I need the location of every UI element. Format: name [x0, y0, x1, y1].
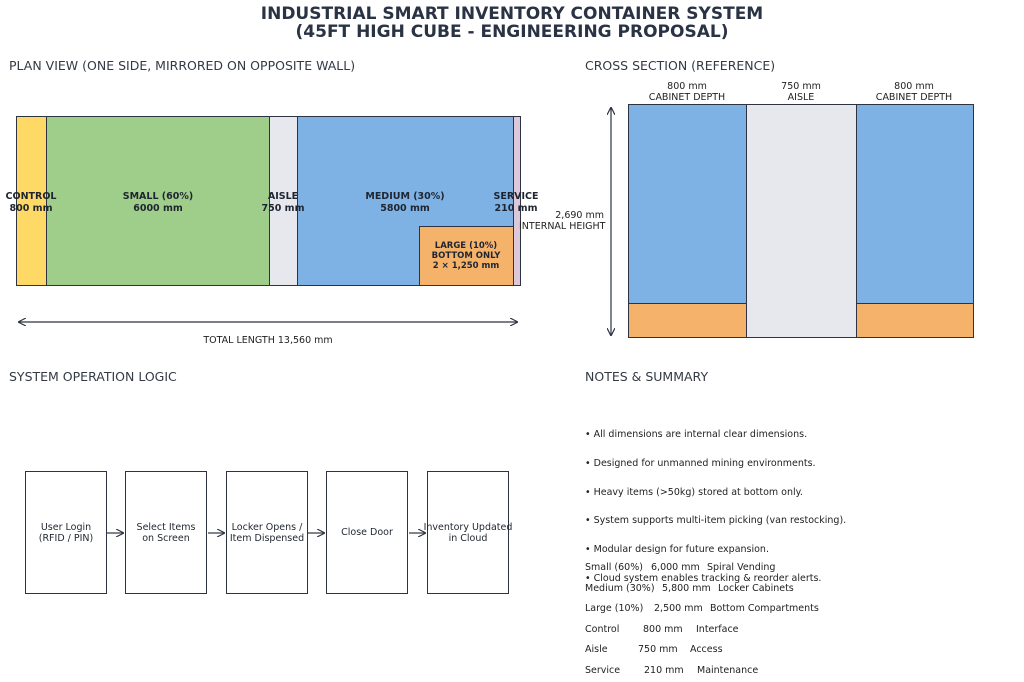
- service-name: SERVICE: [493, 191, 539, 202]
- aisle-name: AISLE: [267, 191, 299, 202]
- summary-zone: Large (10%): [585, 603, 644, 614]
- cross-right-bottom: [856, 303, 974, 338]
- summary-zone: Small (60%): [585, 562, 643, 573]
- note-2: • Designed for unmanned mining environme…: [585, 458, 816, 469]
- summary-length: 800 mm: [643, 624, 683, 635]
- cross-right-cabinet: [856, 104, 974, 304]
- zone-service: [513, 116, 521, 286]
- summary-length: 6,000 mm: [651, 562, 700, 573]
- cross-left-cabinet: [628, 104, 747, 304]
- cross-left-size: 800 mm: [667, 81, 707, 92]
- small-label: SMALL (60%) 6000 mm: [123, 191, 194, 215]
- summary-type: Spiral Vending: [707, 562, 776, 573]
- summary-type: Maintenance: [697, 665, 759, 676]
- note-3: • Heavy items (>50kg) stored at bottom o…: [585, 487, 803, 498]
- large-line-2: BOTTOM ONLY: [431, 251, 501, 261]
- step-5-line-2: in Cloud: [448, 532, 488, 544]
- cross-section-heading: CROSS SECTION (REFERENCE): [585, 58, 776, 73]
- step-user-login: User Login(RFID / PIN): [25, 471, 107, 594]
- summary-zone: Medium (30%): [585, 583, 655, 594]
- note-1: • All dimensions are internal clear dime…: [585, 429, 808, 440]
- note-4: • System supports multi-item picking (va…: [585, 515, 847, 526]
- summary-row-aisle: Aisle 750 mm Access: [585, 644, 723, 655]
- medium-name: MEDIUM (30%): [365, 191, 445, 202]
- aisle-label: AISLE 750 mm: [262, 191, 305, 215]
- cross-left-label: 800 mm CABINET DEPTH: [649, 81, 725, 103]
- height-name: INTERNAL HEIGHT: [519, 221, 606, 232]
- summary-row-medium: Medium (30%) 5,800 mm Locker Cabinets: [585, 583, 794, 594]
- note-5: • Modular design for future expansion.: [585, 544, 769, 555]
- step-1-line-1: User Login: [40, 521, 92, 533]
- summary-type: Access: [690, 644, 723, 655]
- summary-type: Locker Cabinets: [718, 583, 794, 594]
- cross-left-name: CABINET DEPTH: [648, 92, 726, 103]
- control-label: CONTROL 800 mm: [6, 191, 57, 215]
- plan-view-heading: PLAN VIEW (ONE SIDE, MIRRORED ON OPPOSIT…: [9, 58, 356, 73]
- medium-label: MEDIUM (30%) 5800 mm: [365, 191, 444, 215]
- step-3-line-2: Item Dispensed: [229, 532, 305, 544]
- summary-type: Interface: [696, 624, 739, 635]
- note-6: • Cloud system enables tracking & reorde…: [585, 573, 822, 584]
- height-value: 2,690 mm: [555, 210, 604, 221]
- notes-heading: NOTES & SUMMARY: [585, 369, 709, 384]
- cross-middle-name: AISLE: [787, 92, 815, 103]
- summary-zone: Service: [585, 665, 621, 676]
- summary-length: 2,500 mm: [654, 603, 703, 614]
- control-size: 800 mm: [9, 203, 53, 214]
- medium-size: 5800 mm: [380, 203, 430, 214]
- logic-heading: SYSTEM OPERATION LOGIC: [9, 369, 177, 384]
- cross-aisle: [746, 104, 857, 338]
- zone-large: [419, 226, 514, 286]
- cross-right-name: CABINET DEPTH: [875, 92, 953, 103]
- cross-right-label: 800 mm CABINET DEPTH: [876, 81, 952, 103]
- title-line-1: INDUSTRIAL SMART INVENTORY CONTAINER SYS…: [260, 4, 764, 24]
- total-length-label: TOTAL LENGTH 13,560 mm: [203, 335, 333, 346]
- summary-type: Bottom Compartments: [710, 603, 819, 614]
- large-label: LARGE (10%) BOTTOM ONLY 2 × 1,250 mm: [432, 241, 501, 271]
- title-line-2: (45FT HIGH CUBE - ENGINEERING PROPOSAL): [295, 22, 729, 42]
- zone-small: [46, 116, 270, 286]
- summary-row-service: Service 210 mm Maintenance: [585, 665, 758, 676]
- step-5-line-1: Inventory Updated: [423, 521, 513, 533]
- summary-length: 5,800 mm: [662, 583, 711, 594]
- small-size: 6000 mm: [133, 203, 183, 214]
- step-4-line-1: Close Door: [341, 527, 393, 538]
- step-close-door: Close Door: [326, 471, 408, 594]
- cross-middle-label: 750 mm AISLE: [781, 81, 821, 103]
- height-label: 2,690 mm INTERNAL HEIGHT: [519, 210, 606, 232]
- aisle-size: 750 mm: [261, 203, 305, 214]
- cross-middle-size: 750 mm: [781, 81, 821, 92]
- small-name: SMALL (60%): [122, 191, 194, 202]
- service-size: 210 mm: [494, 203, 538, 214]
- step-locker-opens: Locker Opens /Item Dispensed: [226, 471, 308, 594]
- step-2-line-1: Select Items: [136, 521, 196, 533]
- step-2-line-2: on Screen: [142, 532, 190, 544]
- service-label: SERVICE 210 mm: [494, 191, 539, 215]
- summary-row-control: Control 800 mm Interface: [585, 624, 739, 635]
- summary-zone: Aisle: [585, 644, 608, 655]
- cross-left-bottom: [628, 303, 747, 338]
- cross-right-size: 800 mm: [894, 81, 934, 92]
- summary-length: 750 mm: [638, 644, 678, 655]
- large-line-1: LARGE (10%): [434, 241, 498, 251]
- summary-row-large: Large (10%) 2,500 mm Bottom Compartments: [585, 603, 819, 614]
- control-name: CONTROL: [5, 191, 57, 202]
- summary-row-small: Small (60%) 6,000 mm Spiral Vending: [585, 562, 775, 573]
- step-3-line-1: Locker Opens /: [231, 521, 303, 533]
- summary-length: 210 mm: [644, 665, 684, 676]
- summary-zone: Control: [585, 624, 620, 635]
- step-1-line-2: (RFID / PIN): [38, 532, 94, 544]
- large-line-3: 2 × 1,250 mm: [432, 261, 500, 271]
